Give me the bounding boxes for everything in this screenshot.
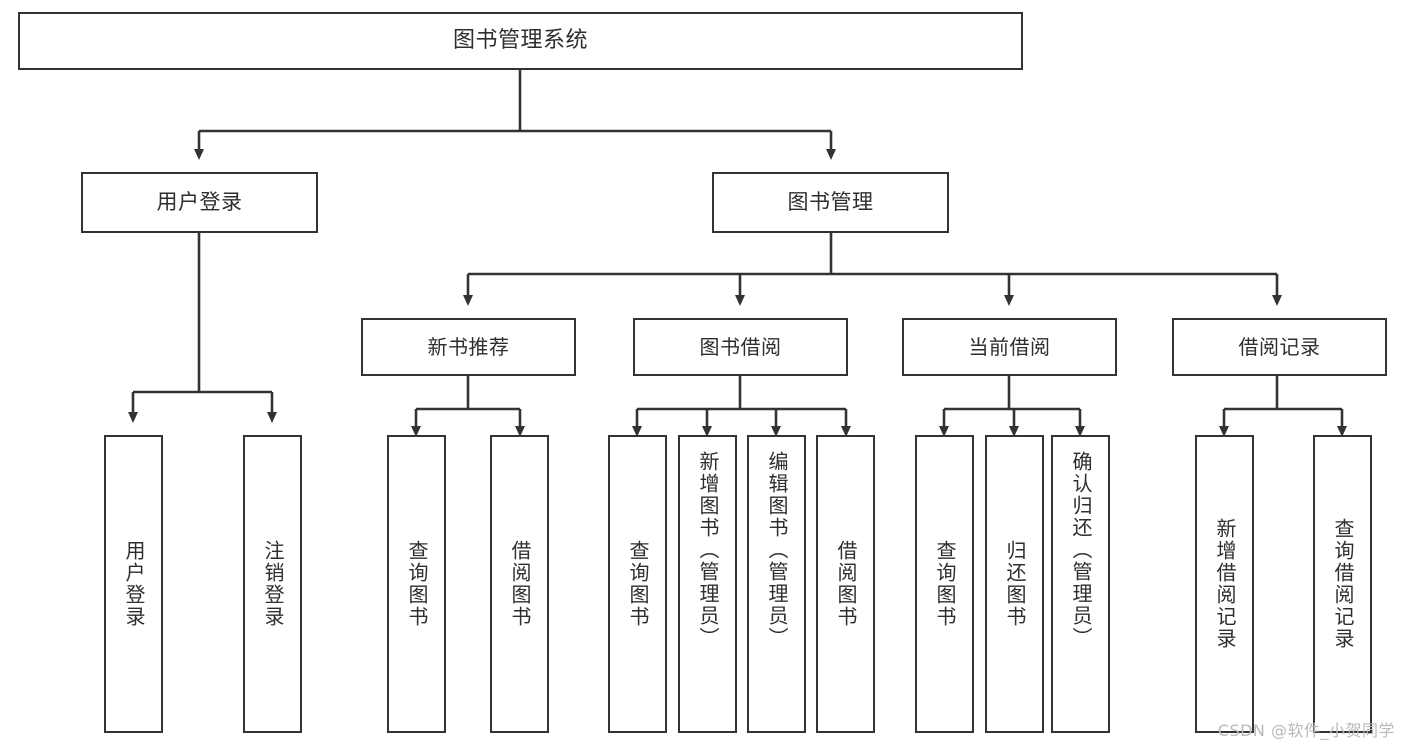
node-leaf-logout-label: 注销登录 (261, 540, 285, 628)
node-leaf-borrow-book-1[interactable]: 借阅图书 (490, 435, 549, 733)
node-leaf-edit-book[interactable]: 编辑图书（管理员） (747, 435, 806, 733)
node-leaf-query-book-2-label: 查询图书 (626, 540, 650, 628)
node-leaf-borrow-book-1-label: 借阅图书 (508, 540, 532, 628)
node-book-borrow[interactable]: 图书借阅 (633, 318, 848, 376)
node-new-book-rec-label: 新书推荐 (427, 334, 510, 359)
node-leaf-confirm-return-label: 确认归还（管理员） (1069, 451, 1093, 649)
node-new-book-rec[interactable]: 新书推荐 (361, 318, 576, 376)
node-root-label: 图书管理系统 (452, 28, 588, 54)
node-leaf-logout[interactable]: 注销登录 (243, 435, 302, 733)
csdn-watermark: CSDN @软件_小贺同学 (1217, 721, 1395, 740)
node-leaf-borrow-book-2-label: 借阅图书 (834, 540, 858, 628)
node-leaf-return-book[interactable]: 归还图书 (985, 435, 1044, 733)
node-leaf-query-record[interactable]: 查询借阅记录 (1313, 435, 1372, 733)
node-borrow-record[interactable]: 借阅记录 (1172, 318, 1387, 376)
node-current-borrow-label: 当前借阅 (968, 334, 1051, 359)
node-leaf-add-record-label: 新增借阅记录 (1213, 518, 1237, 650)
node-leaf-user-login-label: 用户登录 (122, 540, 146, 628)
node-leaf-query-book-3[interactable]: 查询图书 (915, 435, 974, 733)
node-leaf-add-book[interactable]: 新增图书（管理员） (678, 435, 737, 733)
node-book-borrow-label: 图书借阅 (699, 334, 782, 359)
node-root[interactable]: 图书管理系统 (18, 12, 1023, 70)
node-user-login-label: 用户登录 (156, 190, 243, 215)
node-leaf-confirm-return[interactable]: 确认归还（管理员） (1051, 435, 1110, 733)
node-leaf-add-record[interactable]: 新增借阅记录 (1195, 435, 1254, 733)
node-leaf-edit-book-label: 编辑图书（管理员） (765, 451, 789, 649)
node-leaf-query-book-1[interactable]: 查询图书 (387, 435, 446, 733)
node-leaf-query-book-2[interactable]: 查询图书 (608, 435, 667, 733)
node-leaf-borrow-book-2[interactable]: 借阅图书 (816, 435, 875, 733)
node-borrow-record-label: 借阅记录 (1238, 334, 1321, 359)
node-book-manage-label: 图书管理 (787, 190, 874, 215)
node-current-borrow[interactable]: 当前借阅 (902, 318, 1117, 376)
node-leaf-query-record-label: 查询借阅记录 (1331, 518, 1355, 650)
node-leaf-user-login[interactable]: 用户登录 (104, 435, 163, 733)
node-leaf-add-book-label: 新增图书（管理员） (696, 451, 720, 649)
node-leaf-query-book-1-label: 查询图书 (405, 540, 429, 628)
node-leaf-return-book-label: 归还图书 (1003, 540, 1027, 628)
node-book-manage[interactable]: 图书管理 (712, 172, 949, 233)
node-leaf-query-book-3-label: 查询图书 (933, 540, 957, 628)
node-user-login[interactable]: 用户登录 (81, 172, 318, 233)
